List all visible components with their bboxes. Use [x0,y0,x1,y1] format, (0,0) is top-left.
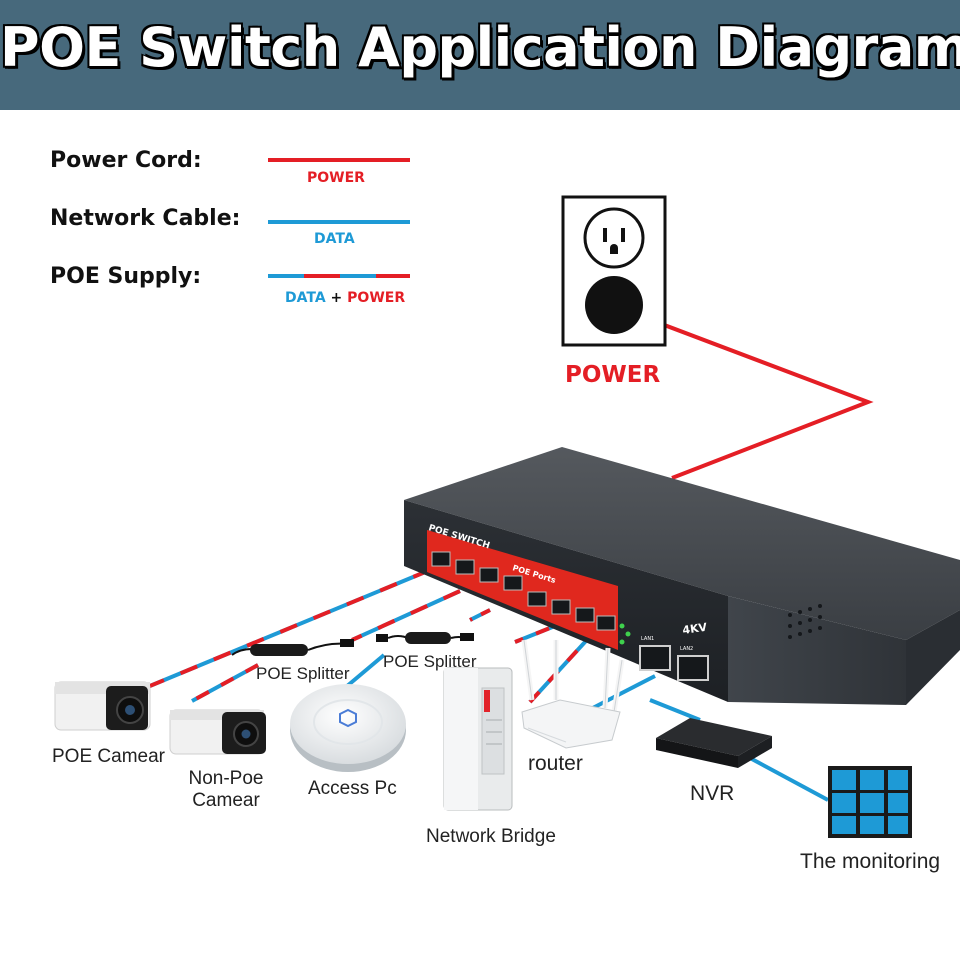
legend-poe-supply-label: POE Supply: [50,264,202,289]
data-cables [584,674,829,802]
network-bridge [443,667,513,811]
non-poe-camera-label-line2: Camear [192,789,260,811]
poe-splitter-2 [376,632,474,644]
non-poe-camera [169,709,266,755]
header-banner: POE Switch Application Diagram [0,0,960,110]
access-point-label: Access Pc [308,778,397,799]
poe-camera-label: POE Camear [52,746,165,767]
legend-poe-tag: DATA + POWER [285,290,405,306]
page-title: POE Switch Application Diagram [0,16,960,79]
legend-power-line [268,158,410,162]
legend-poe-line [268,274,410,278]
uplink-label-1: LAN1 [641,636,654,642]
switch-protection-label: 4KV [682,621,709,637]
poe-switch [404,447,960,705]
legend-poe-tag-power: POWER [347,290,406,306]
access-point [290,684,406,772]
uplink-label-2: LAN2 [680,646,693,652]
poe-camera [54,681,151,731]
non-poe-camera-label-line1: Non-Poe [188,768,264,789]
legend-network-cable-label: Network Cable: [50,206,241,231]
legend-poe-tag-plus: + [330,290,343,306]
monitoring-wall [828,766,912,838]
network-bridge-label: Network Bridge [426,826,556,847]
router [521,639,625,749]
poe-splitter-2-label: POE Splitter [383,652,477,671]
power-cord [613,304,874,480]
outlet-power-label: POWER [565,362,661,388]
legend-power-cord-label: Power Cord: [50,148,202,173]
poe-splitter-1-label: POE Splitter [256,664,350,683]
nvr-label: NVR [690,782,735,805]
monitoring-label: The monitoring [800,850,941,873]
router-label: router [528,752,583,775]
legend-power-tag: POWER [307,170,365,186]
poe-cables [144,568,598,704]
non-poe-camera-label: Non-Poe Camear [186,768,266,812]
poe-splitter-1 [231,639,354,656]
legend-data-line [268,220,410,224]
legend-data-tag: DATA [314,231,355,247]
wall-outlet [561,195,667,347]
nvr [656,718,772,768]
legend-poe-tag-data: DATA [285,290,326,306]
